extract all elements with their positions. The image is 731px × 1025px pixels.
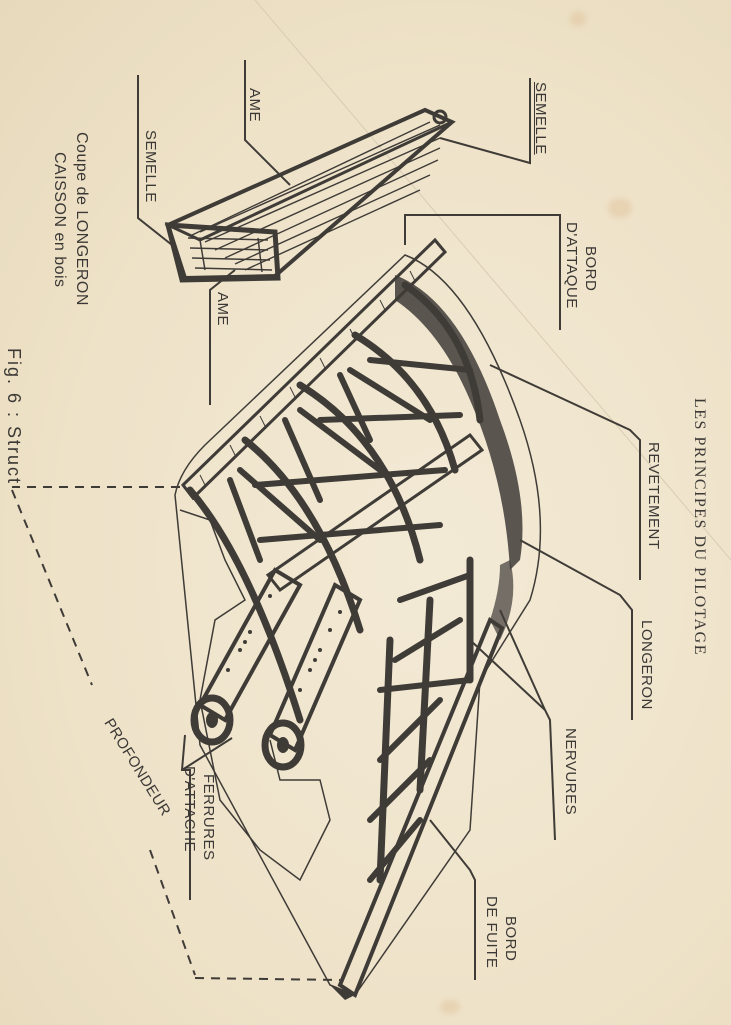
label-ame-bottom: AME (214, 292, 231, 327)
wing-assembly (174, 237, 542, 1000)
label-ferrures-attache: FERRURES D'ATTACHE (180, 766, 218, 861)
attachment-fittings (190, 567, 363, 771)
inset-caption-line2: CAISSON en bois (51, 152, 68, 288)
label-ame-top: AME (246, 88, 263, 123)
paper-stain (608, 198, 632, 218)
label-longeron: LONGERON (638, 620, 655, 710)
label-bord-fuite-line2: DE FUITE (483, 896, 500, 969)
label-revetement: REVETEMENT (645, 442, 662, 550)
inset-caption: Coupe de LONGERON CAISSON en bois (48, 132, 92, 306)
paper-stain (440, 1000, 460, 1014)
paper-crease (254, 0, 731, 561)
label-semelle-top: SEMELLE (532, 82, 549, 155)
label-bord-fuite-line1: BORD (502, 916, 519, 962)
depth-dimension-lines (11, 486, 341, 981)
page-title: LES PRINCIPES DU PILOTAGE (691, 398, 708, 657)
label-ferrures-line2: D'ATTACHE (181, 766, 198, 852)
label-ferrures-line1: FERRURES (200, 774, 217, 861)
wing-leader-lines (180, 214, 641, 980)
label-semelle-bottom: SEMELLE (142, 130, 159, 203)
paper-stain (570, 12, 586, 26)
label-bord-attaque-line2: D'ATTAQUE (563, 222, 580, 309)
inset-leader-lines (137, 60, 531, 405)
box-spar-inset (164, 107, 456, 283)
label-bord-attaque: BORD D'ATTAQUE (562, 222, 600, 309)
figure-caption: Fig. 6 : Struct (4, 348, 24, 486)
label-bord-fuite: BORD DE FUITE (482, 896, 520, 968)
inset-caption-line1: Coupe de LONGERON (73, 132, 90, 306)
label-bord-attaque-line1: BORD (582, 246, 599, 292)
label-nervures: NERVURES (562, 728, 579, 816)
